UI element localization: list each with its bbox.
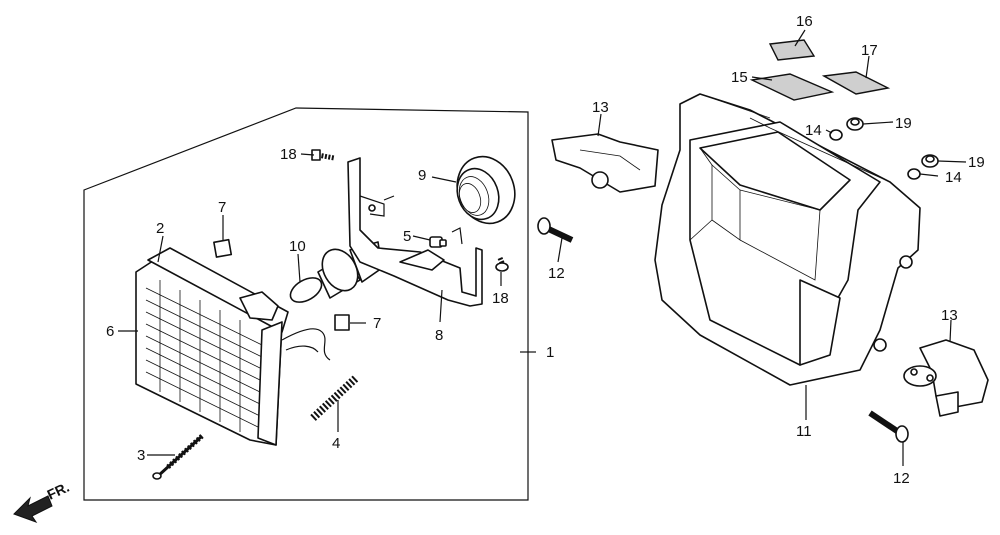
callout-14a: 14	[805, 122, 822, 139]
front-arrow: FR.	[13, 479, 72, 523]
nut-7b	[334, 314, 350, 331]
nut-19a	[846, 117, 864, 131]
headlight-unit	[135, 247, 331, 446]
callout-19a: 19	[895, 115, 912, 132]
callout-4: 4	[332, 435, 340, 452]
callout-10: 10	[289, 238, 306, 255]
front-arrow-icon	[13, 495, 53, 523]
dust-cover-9	[456, 155, 516, 225]
bolt-18a	[311, 149, 335, 161]
callout-11: 11	[796, 423, 812, 440]
sticker-15	[749, 73, 835, 101]
callout-3: 3	[137, 447, 145, 464]
callout-12b: 12	[893, 470, 910, 487]
grommet-5	[429, 236, 447, 248]
callout-16: 16	[796, 13, 813, 30]
nut-7a	[213, 238, 233, 258]
stay-13a	[551, 133, 659, 193]
bolt-12a	[537, 217, 574, 243]
callout-12a: 12	[548, 265, 565, 282]
nut-19b	[921, 154, 939, 168]
sticker-16	[768, 39, 816, 61]
callout-8: 8	[435, 327, 443, 344]
callout-17: 17	[861, 42, 878, 59]
stay-13b	[903, 339, 989, 417]
headlight-case-11	[654, 93, 921, 386]
collar-14b	[907, 168, 921, 180]
spring-4	[310, 375, 359, 421]
bracket-8	[347, 157, 483, 307]
callout-1: 1	[546, 344, 554, 361]
leader-lines	[118, 29, 967, 466]
callout-18b: 18	[492, 290, 509, 307]
assembly-boundary	[83, 107, 529, 501]
callout-2: 2	[156, 220, 164, 237]
callout-13b: 13	[941, 307, 958, 324]
screw-3	[152, 434, 204, 480]
callout-13a: 13	[592, 99, 609, 116]
callout-7a: 7	[218, 199, 226, 216]
sticker-17	[821, 71, 891, 95]
callouts: 1 2 3 4 5 6 7 7 8 9 10 11 12 12 13 13 14…	[106, 13, 985, 487]
bolt-18b	[495, 257, 509, 272]
callout-6: 6	[106, 323, 114, 340]
collar-14a	[829, 129, 843, 141]
callout-15: 15	[731, 69, 748, 86]
callout-18a: 18	[280, 146, 297, 163]
callout-5: 5	[403, 228, 411, 245]
callout-9: 9	[418, 167, 426, 184]
callout-19b: 19	[968, 154, 985, 171]
front-arrow-label: FR.	[45, 479, 72, 503]
callout-7b: 7	[373, 315, 381, 332]
callout-14b: 14	[945, 169, 962, 186]
bolt-12b	[868, 410, 909, 443]
